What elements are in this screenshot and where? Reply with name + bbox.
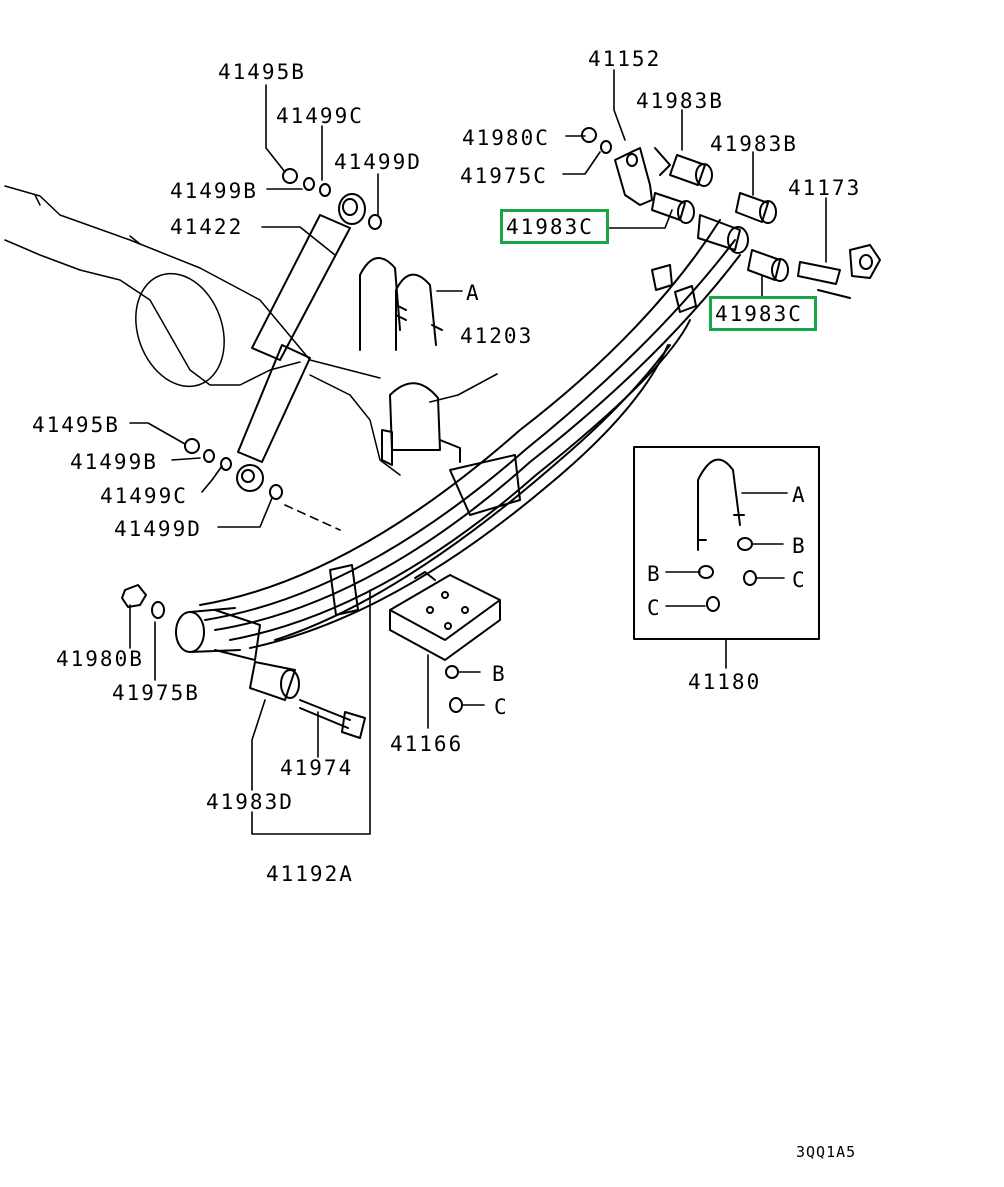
label-41166: 41166 — [390, 732, 464, 756]
label-A-top: A — [466, 281, 481, 305]
shock-absorber — [236, 193, 366, 492]
label-41203: 41203 — [460, 324, 534, 348]
label-41180: 41180 — [688, 670, 762, 694]
highlight-41983C-1 — [500, 209, 609, 244]
front-eye-bushing — [175, 607, 366, 739]
label-41499B-top: 41499B — [170, 179, 258, 203]
label-41983D: 41983D — [206, 790, 294, 814]
diagram-code: 3QQ1A5 — [796, 1143, 857, 1161]
inset-label-B-right: B — [792, 534, 807, 558]
shock-top-hardware — [184, 168, 382, 500]
label-41983C-1[interactable]: 41983C — [506, 215, 594, 239]
inset-label-C-right: C — [792, 568, 807, 592]
label-41980B: 41980B — [56, 647, 144, 671]
label-41499C-top: 41499C — [276, 104, 364, 128]
label-41495B-left: 41495B — [32, 413, 120, 437]
label-41422: 41422 — [170, 215, 244, 239]
label-41499D-left: 41499D — [114, 517, 202, 541]
axle-housing — [4, 185, 401, 476]
label-B-mid: B — [492, 662, 507, 686]
highlight-41983C-2 — [709, 296, 817, 331]
spring-seat — [381, 382, 461, 466]
label-41980C: 41980C — [462, 126, 550, 150]
rear-shackle — [581, 127, 881, 299]
spring-pad — [389, 571, 501, 713]
label-C-mid: C — [494, 695, 509, 719]
label-41499C-left: 41499C — [100, 484, 188, 508]
label-41975C: 41975C — [460, 164, 548, 188]
label-41974: 41974 — [280, 756, 354, 780]
label-41152: 41152 — [588, 47, 662, 71]
label-41975B: 41975B — [112, 681, 200, 705]
label-41983B-2: 41983B — [710, 132, 798, 156]
inset-label-A: A — [792, 483, 807, 507]
label-41173: 41173 — [788, 176, 862, 200]
front-hardware — [121, 584, 165, 619]
label-41192A: 41192A — [266, 862, 354, 886]
label-41983B-1: 41983B — [636, 89, 724, 113]
inset-label-C-left: C — [647, 596, 662, 620]
label-41495B-top: 41495B — [218, 60, 306, 84]
label-41499B-left: 41499B — [70, 450, 158, 474]
label-41983C-2[interactable]: 41983C — [715, 302, 803, 326]
label-41499D-top: 41499D — [334, 150, 422, 174]
leaf-spring — [199, 219, 741, 649]
leader-lines — [129, 69, 827, 835]
inset-label-B-left: B — [647, 562, 662, 586]
u-bolts-top — [359, 257, 443, 351]
